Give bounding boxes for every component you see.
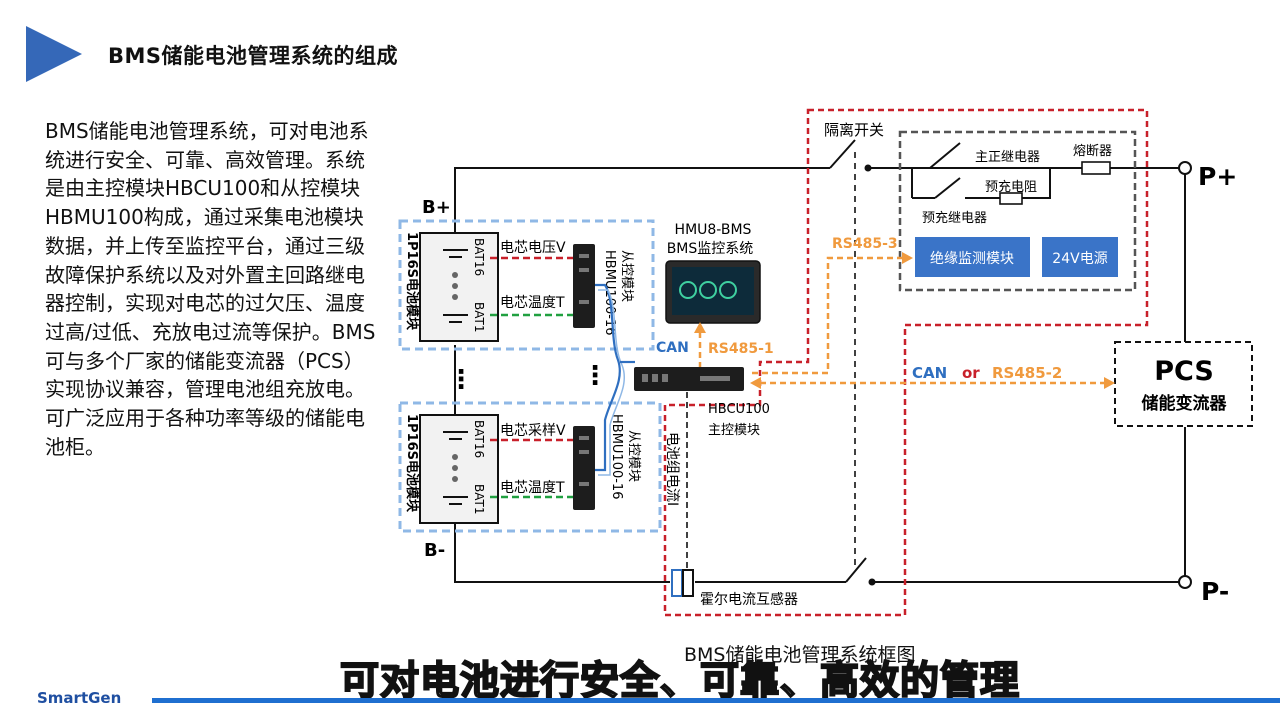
hbcu-unit bbox=[634, 367, 744, 391]
video-subtitle: 可对电池进行安全、可靠、高效的管理 bbox=[339, 658, 1021, 705]
battery-group-top bbox=[398, 219, 655, 351]
or-label: or bbox=[962, 364, 980, 382]
isolation-switch-bottom bbox=[845, 557, 867, 583]
page-title: BMS储能电池管理系统的组成 bbox=[108, 44, 399, 68]
bat1-bottom-label: BAT1 bbox=[472, 484, 486, 514]
isolation-switch-top bbox=[829, 139, 856, 169]
can-label-2: CAN bbox=[912, 364, 947, 382]
hall-sensor-label: 霍尔电流互感器 bbox=[700, 591, 798, 608]
b-plus-label: B+ bbox=[422, 197, 451, 218]
pcs-box bbox=[1114, 341, 1253, 427]
main-relay-label: 主正继电器 bbox=[975, 150, 1040, 165]
power-24v-box bbox=[1042, 237, 1118, 277]
title-arrow-icon bbox=[26, 26, 82, 82]
bat1-top-label: BAT1 bbox=[472, 302, 486, 332]
battery-module-top-label: 1P16S电池模块 bbox=[404, 232, 420, 331]
precharge-resistor-label: 预充电阻 bbox=[985, 179, 1037, 195]
fuse-symbol bbox=[1081, 161, 1111, 175]
rs485-3-label: RS485-3 bbox=[832, 236, 898, 252]
isolation-switch-label: 隔离开关 bbox=[824, 121, 884, 139]
precharge-relay-label: 预充继电器 bbox=[922, 210, 987, 226]
fuse-label: 熔断器 bbox=[1073, 144, 1112, 159]
slave-bottom-model: HBMU100-16 bbox=[609, 414, 624, 499]
smartgen-logo: SmartGen bbox=[37, 689, 122, 707]
can-label: CAN bbox=[656, 340, 689, 356]
slave-top-name: 从控模块 bbox=[619, 250, 634, 302]
b-minus-label: B- bbox=[424, 540, 445, 561]
precharge-resistor-symbol bbox=[999, 192, 1023, 205]
current-label: 电池组电流I bbox=[664, 432, 680, 506]
hmu-subtitle: BMS监控系统 bbox=[667, 241, 754, 257]
bat16-bottom-label: BAT16 bbox=[472, 420, 486, 458]
footer-bar bbox=[152, 698, 1280, 703]
insulation-module-label: 绝缘监测模块 bbox=[930, 251, 1014, 267]
p-minus-label: P- bbox=[1201, 577, 1229, 606]
ellipsis-slaves: ⋮ bbox=[582, 361, 608, 391]
bms-boundary bbox=[663, 108, 1149, 617]
battery-group-bottom bbox=[398, 401, 662, 533]
rs485-1-label: RS485-1 bbox=[708, 341, 774, 357]
rs485-2-label: RS485-2 bbox=[992, 364, 1062, 382]
insulation-module-box bbox=[915, 237, 1030, 277]
cell-temp-bottom-label: 电芯温度T bbox=[500, 480, 565, 496]
bat16-top-label: BAT16 bbox=[472, 238, 486, 276]
hmu-title: HMU8-BMS bbox=[675, 222, 752, 238]
bus-lines bbox=[454, 167, 1186, 583]
hbcu-name: 主控模块 bbox=[708, 423, 760, 438]
hbcu-model: HBCU100 bbox=[708, 402, 770, 417]
description-text: BMS储能电池管理系统，可对电池系统进行安全、可靠、高效管理。系统是由主控模块H… bbox=[45, 119, 376, 459]
slave-bottom-name: 从控模块 bbox=[626, 430, 641, 482]
relay-box bbox=[898, 130, 1137, 292]
cell-voltage-label: 电芯电压V bbox=[500, 240, 566, 256]
battery-module-bottom-label: 1P16S电池模块 bbox=[404, 414, 420, 513]
pcs-name-label: 储能变流器 bbox=[1142, 393, 1228, 414]
hall-sensor-symbol bbox=[682, 569, 694, 597]
p-plus-label: P+ bbox=[1198, 162, 1237, 191]
cell-temp-label: 电芯温度T bbox=[500, 295, 565, 311]
power-24v-label: 24V电源 bbox=[1052, 251, 1107, 267]
diagram-caption: BMS储能电池管理系统框图 bbox=[684, 644, 916, 666]
slave-module-top-unit bbox=[573, 244, 595, 328]
slave-module-bottom-unit bbox=[573, 426, 595, 510]
cell-sample-voltage-label: 电芯采样V bbox=[500, 423, 566, 439]
ellipsis-batteries: ⋮ bbox=[448, 365, 474, 395]
pcs-label: PCS bbox=[1154, 356, 1214, 387]
